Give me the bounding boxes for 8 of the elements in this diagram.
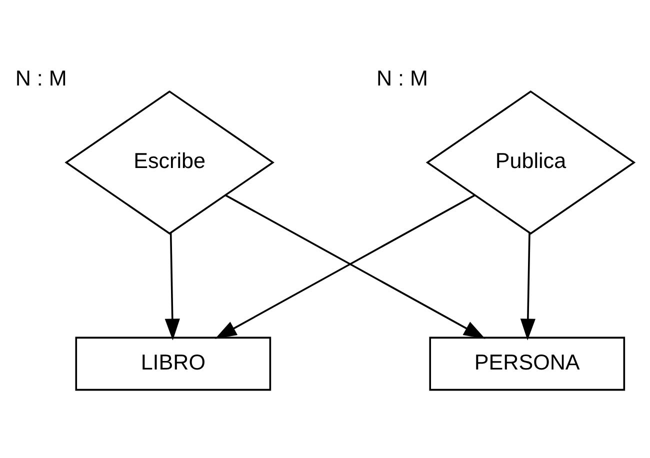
node-label: N : M <box>376 65 428 90</box>
node-diamond: Escribe <box>64 90 274 235</box>
node-box: PERSONA <box>429 336 626 391</box>
node-box: LIBRO <box>75 336 272 391</box>
arrow <box>164 232 180 340</box>
arrow <box>520 232 536 340</box>
node-diamond: Publica <box>426 90 636 235</box>
node-label: N : M <box>15 65 67 90</box>
